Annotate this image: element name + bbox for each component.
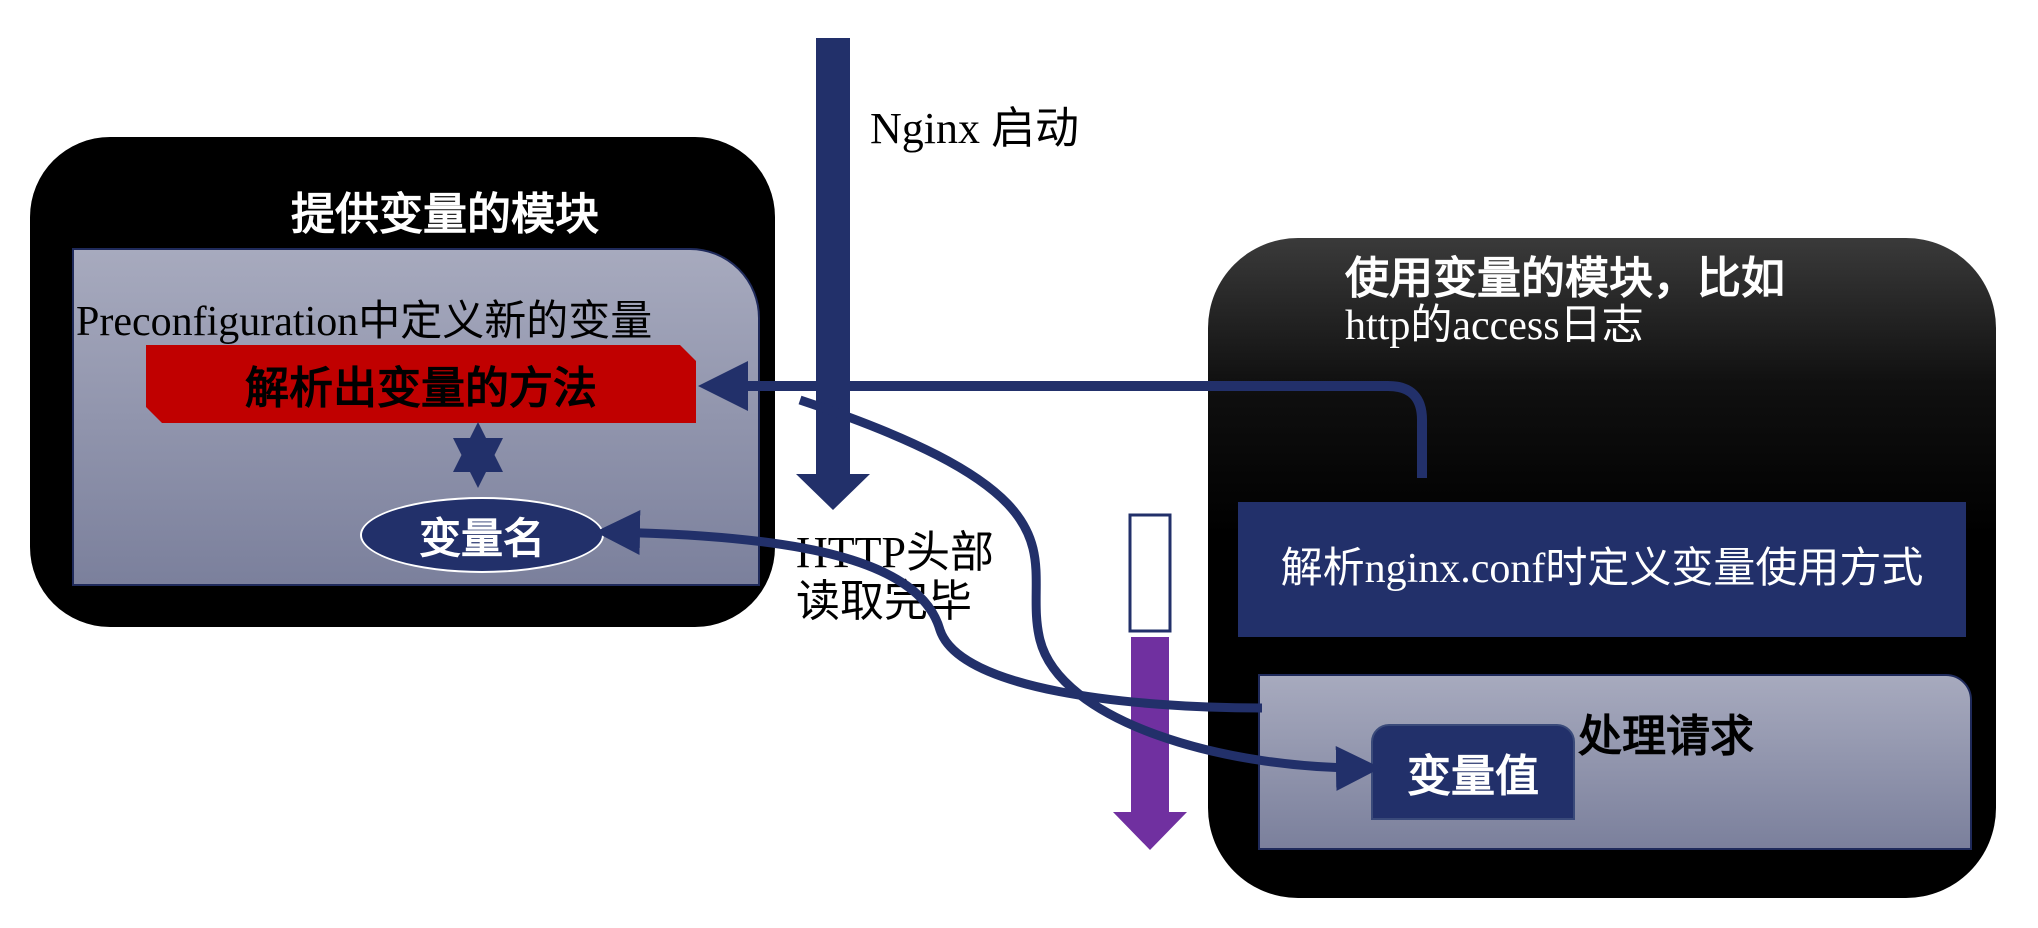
parse-method-box: 解析出变量的方法	[146, 345, 696, 423]
request-timeline-arrow	[1113, 637, 1187, 850]
variable-value-box: 变量值	[1371, 724, 1575, 820]
consumer-title-line1: 使用变量的模块，比如	[1345, 253, 1785, 304]
consumer-module-title: 使用变量的模块，比如 http的access日志	[1345, 253, 1785, 350]
preconfiguration-label: Preconfiguration中定义新的变量	[76, 299, 653, 345]
process-request-label: 处理请求	[1578, 711, 1754, 762]
startup-timeline-arrow	[796, 38, 870, 510]
nginx-start-label: Nginx 启动	[870, 104, 1079, 153]
variable-name-label: 变量名	[418, 513, 545, 563]
conf-parse-box: 解析nginx.conf时定义变量使用方式	[1238, 502, 1966, 637]
process-to-variable-name-connector	[595, 510, 1263, 713]
parse-method-label: 解析出变量的方法	[245, 363, 597, 414]
http-header-line2: 读取完毕	[796, 577, 972, 627]
provider-module-title: 提供变量的模块	[291, 189, 599, 240]
parse-method-to-value-connector	[798, 395, 1381, 791]
request-timeline-white-segment	[1128, 513, 1172, 633]
conf-parse-label: 解析nginx.conf时定义变量使用方式	[1280, 546, 1924, 593]
consumer-title-line2: http的access日志	[1345, 303, 1644, 350]
conf-to-parse-method-connector	[698, 361, 1427, 478]
variable-value-label: 变量值	[1407, 751, 1539, 802]
